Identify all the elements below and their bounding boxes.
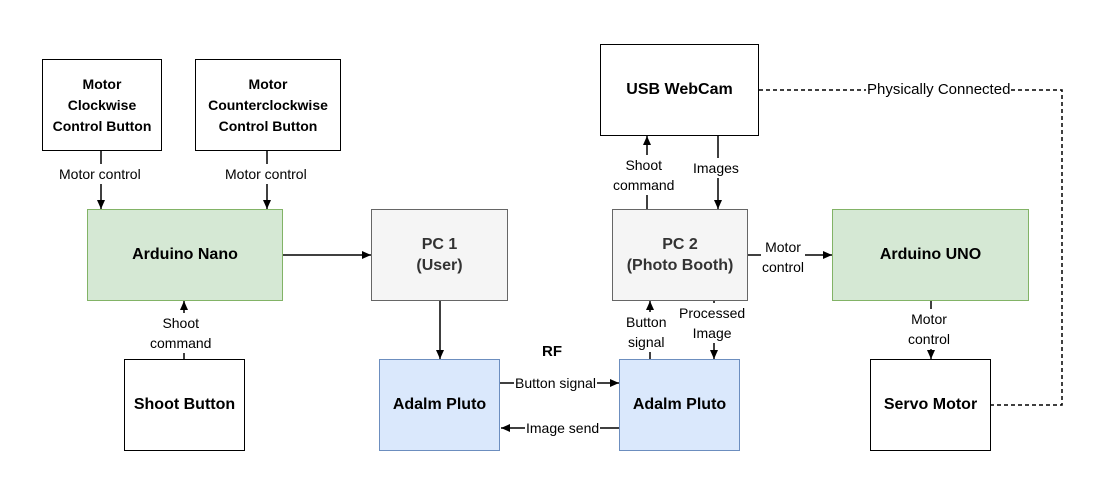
pc2-node: PC 2 (Photo Booth) [612,209,748,301]
servo-motor-node: Servo Motor [870,359,991,451]
adalm-pluto-2-node: Adalm Pluto [619,359,740,451]
motor-ccw-button-node: Motor Counterclockwise Control Button [195,59,341,151]
adalm-pluto-1-node: Adalm Pluto [379,359,500,451]
edge-physically-connected [759,89,1063,406]
label-motor-control-cw: Motor control [58,164,142,184]
label-button-signal-pc2: Button signal [625,312,668,352]
label-button-signal-rf: Button signal [514,373,597,393]
label-motor-control-uno: Motor control [761,237,806,277]
motor-cw-button-node: Motor Clockwise Control Button [42,59,162,151]
usb-webcam-node: USB WebCam [600,44,759,136]
label-shoot-command-webcam: Shoot command [612,155,676,195]
label-processed-image: Processed Image [678,303,747,343]
label-motor-control-servo: Motor control [907,309,952,349]
label-images: Images [692,158,740,178]
rf-label: RF [542,343,562,360]
arduino-uno-node: Arduino UNO [832,209,1029,301]
label-motor-control-ccw: Motor control [224,164,308,184]
pc1-node: PC 1 (User) [371,209,508,301]
label-image-send: Image send [525,418,601,438]
arduino-nano-node: Arduino Nano [87,209,283,301]
label-physically-connected: Physically Connected [866,80,1012,100]
shoot-button-node: Shoot Button [124,359,245,451]
label-shoot-command-nano: Shoot command [149,313,213,353]
